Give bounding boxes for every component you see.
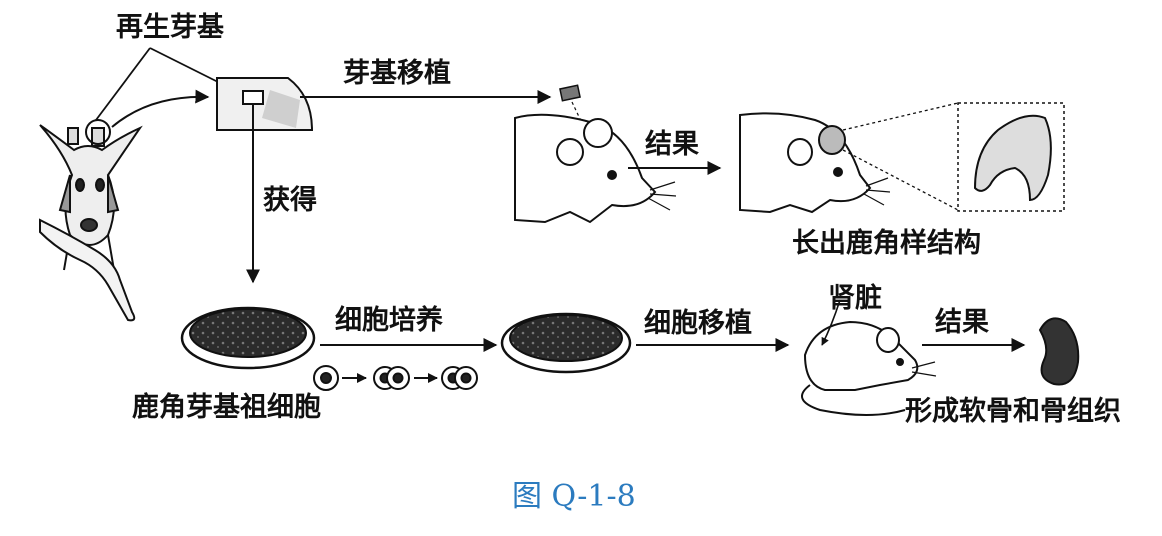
rat-with-antler <box>739 112 891 214</box>
label-antler-like-structure: 长出鹿角样结构 <box>792 228 981 259</box>
label-kidney: 肾脏 <box>828 283 882 314</box>
kidney-tissue <box>1038 317 1080 386</box>
label-obtain: 获得 <box>263 185 317 216</box>
label-result-bottom: 结果 <box>935 307 989 338</box>
graft-piece <box>559 84 581 102</box>
label-cell-culture: 细胞培养 <box>335 305 443 336</box>
label-regenerating-blastema: 再生芽基 <box>116 12 224 43</box>
deer-illustration <box>39 124 143 271</box>
kidney-pointer-arrow <box>821 299 841 346</box>
blastema-highlight-circle <box>85 119 111 145</box>
tissue-sample-square <box>242 90 264 105</box>
petri-dish-progenitor <box>180 306 316 370</box>
label-cell-transplant: 细胞移植 <box>644 308 752 339</box>
antler-like-structure <box>973 114 1052 202</box>
label-pointer-line <box>95 47 151 121</box>
label-blastema-transplant: 芽基移植 <box>343 58 451 89</box>
cell-division-sequence <box>313 365 478 391</box>
mouse-recipient <box>801 320 937 416</box>
label-progenitor-cells: 鹿角芽基祖细胞 <box>132 392 321 423</box>
label-cartilage-bone: 形成软骨和骨组织 <box>905 396 1121 427</box>
curved-arrow <box>111 89 210 128</box>
antler-bone-illustration <box>39 218 136 322</box>
petri-dish-cultured <box>500 312 632 374</box>
rat-recipient <box>514 113 677 224</box>
label-result-top: 结果 <box>645 129 699 160</box>
figure-caption: 图 Q-1-8 <box>512 479 636 514</box>
